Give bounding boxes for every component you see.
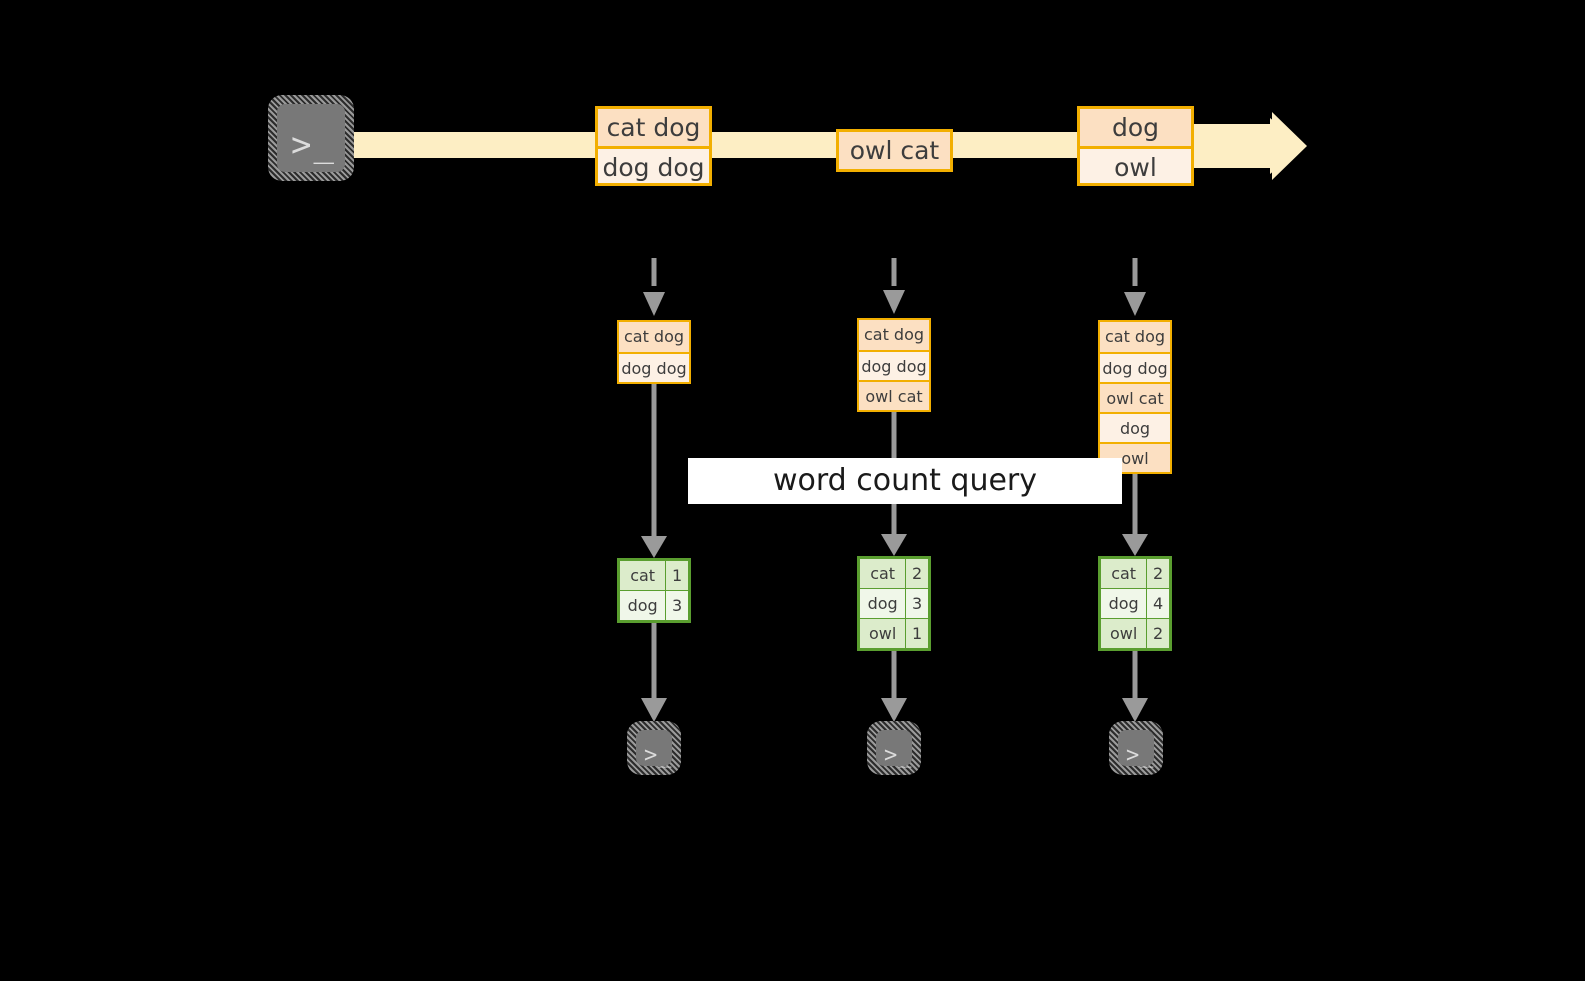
input-table-row: dog dog	[619, 352, 689, 382]
input-table-trigger-2[interactable]: cat dog dog dog owl cat	[857, 318, 931, 412]
input-table-row: cat dog	[619, 322, 689, 352]
terminal-screen	[277, 104, 345, 172]
result-word: cat	[618, 560, 667, 591]
stream-event-batch-3[interactable]: dog owl	[1077, 106, 1194, 186]
input-table-row: cat dog	[859, 320, 929, 350]
result-count: 2	[1146, 618, 1170, 649]
result-count: 1	[905, 618, 929, 649]
result-count: 1	[665, 560, 689, 591]
input-table-row: dog	[1100, 412, 1170, 442]
trigger-tap-arrowheads	[643, 290, 1146, 316]
result-word: dog	[1099, 588, 1148, 619]
table-row: dog 3	[618, 590, 689, 621]
terminal-prompt-glyph: >_	[291, 125, 336, 165]
input-table-row: dog dog	[859, 350, 929, 380]
sink-arrows	[651, 620, 1138, 700]
query-label: word count query	[688, 458, 1122, 504]
result-count: 4	[1146, 588, 1170, 619]
result-word: owl	[858, 618, 907, 649]
table-row: dog 3	[858, 588, 929, 619]
input-table-row: owl cat	[859, 380, 929, 410]
result-count: 2	[905, 558, 929, 589]
result-word: cat	[1099, 558, 1148, 589]
source-terminal-icon: >_	[268, 95, 354, 181]
sink-terminal-icon-1: >_	[627, 721, 681, 775]
terminal-prompt-glyph: >_	[644, 743, 673, 768]
trigger-tap-arrows	[651, 258, 1138, 292]
sink-terminal-icon-3: >_	[1109, 721, 1163, 775]
result-count: 2	[1146, 558, 1170, 589]
stream-event-line: owl cat	[839, 132, 950, 169]
result-table-trigger-2[interactable]: cat 2 dog 3 owl 1	[857, 556, 931, 651]
result-word: cat	[858, 558, 907, 589]
input-table-row: dog dog	[1100, 352, 1170, 382]
result-count: 3	[905, 588, 929, 619]
input-table-trigger-1[interactable]: cat dog dog dog	[617, 320, 691, 384]
table-row: owl 1	[858, 618, 929, 649]
stream-event-line: cat dog	[598, 109, 709, 146]
table-row: cat 2	[858, 558, 929, 589]
input-table-trigger-3[interactable]: cat dog dog dog owl cat dog owl	[1098, 320, 1172, 474]
table-row: cat 1	[618, 560, 689, 591]
sink-arrowheads	[641, 698, 1148, 722]
terminal-prompt-glyph: >_	[1126, 743, 1155, 768]
table-row: dog 4	[1099, 588, 1170, 619]
result-count: 3	[665, 590, 689, 621]
terminal-screen	[876, 730, 912, 766]
result-table-trigger-1[interactable]: cat 1 dog 3	[617, 558, 691, 623]
query-arrowheads	[641, 534, 1148, 558]
input-table-row: owl cat	[1100, 382, 1170, 412]
input-table-row: cat dog	[1100, 322, 1170, 352]
stream-event-line: dog dog	[598, 146, 709, 183]
result-word: dog	[858, 588, 907, 619]
terminal-prompt-glyph: >_	[884, 743, 913, 768]
stream-event-batch-2[interactable]: owl cat	[836, 129, 953, 172]
stream-event-batch-1[interactable]: cat dog dog dog	[595, 106, 712, 186]
result-word: dog	[618, 590, 667, 621]
terminal-screen	[636, 730, 672, 766]
stream-band	[354, 112, 1307, 180]
sink-terminal-icon-2: >_	[867, 721, 921, 775]
table-row: cat 2	[1099, 558, 1170, 589]
stream-event-line: dog	[1080, 109, 1191, 146]
table-row: owl 2	[1099, 618, 1170, 649]
result-table-trigger-3[interactable]: cat 2 dog 4 owl 2	[1098, 556, 1172, 651]
stream-event-line: owl	[1080, 146, 1191, 183]
terminal-screen	[1118, 730, 1154, 766]
result-word: owl	[1099, 618, 1148, 649]
